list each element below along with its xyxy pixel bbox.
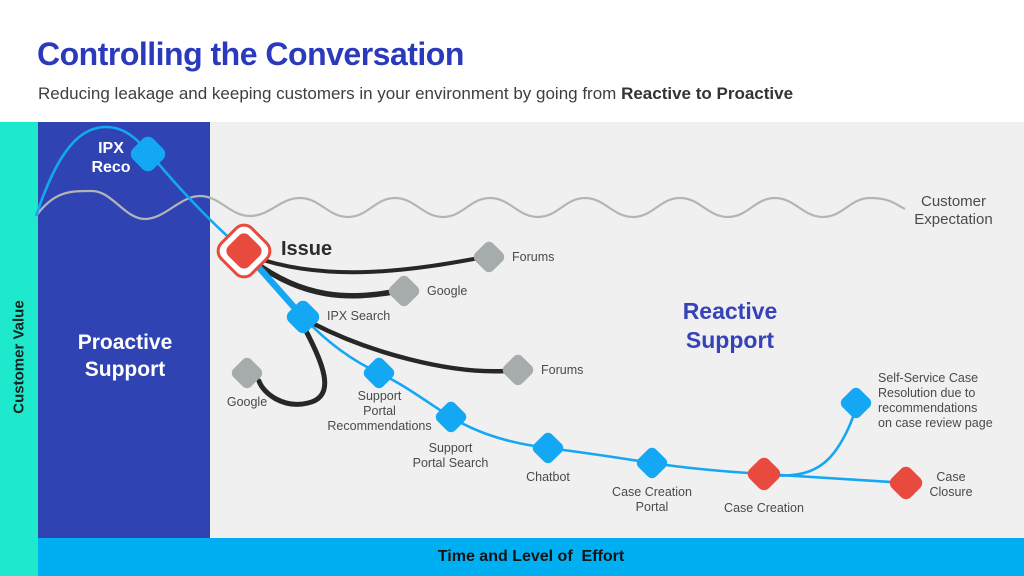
- subtitle-bold-text: Reactive to Proactive: [621, 84, 794, 103]
- customer-expectation-label: Customer Expectation: [914, 193, 993, 228]
- forums-upper-label: Forums: [512, 250, 555, 264]
- google-upper-label: Google: [427, 284, 468, 298]
- case-creation-label: Case Creation: [724, 501, 804, 515]
- forums-lower-label: Forums: [541, 363, 584, 377]
- chatbot-label: Chatbot: [526, 470, 570, 484]
- support-portal-recommendations-label: Support Portal Recommendations: [327, 389, 432, 433]
- reactive-support-label: Reactive Support: [682, 298, 778, 353]
- x-axis-bar: Time and Level of Effort: [38, 538, 1024, 576]
- reactive-support-zone: [210, 122, 1024, 538]
- support-portal-search-label: Support Portal Search: [412, 441, 489, 470]
- google-lower-label: Google: [226, 395, 268, 409]
- y-axis-label: Customer Value: [10, 300, 28, 414]
- ipx-search-label: IPX Search: [327, 309, 391, 323]
- page-subtitle: Reducing leakage and keeping customers i…: [38, 84, 793, 104]
- subtitle-regular-text: Reducing leakage and keeping customers i…: [38, 84, 622, 103]
- self-service-label: Self-Service Case Resolution due to reco…: [878, 371, 993, 430]
- customer-value-axis-strip: [0, 122, 38, 576]
- case-closure-label: Case Closure: [929, 470, 973, 499]
- x-axis-label: Time and Level of Effort: [437, 548, 625, 565]
- ipx-reco-label: IPX Reco: [91, 140, 131, 176]
- proactive-support-label: Proactive Support: [77, 331, 173, 381]
- case-creation-portal-label: Case Creation Portal: [612, 485, 692, 514]
- issue-label: Issue: [281, 238, 333, 260]
- page-title: Controlling the Conversation: [37, 36, 464, 72]
